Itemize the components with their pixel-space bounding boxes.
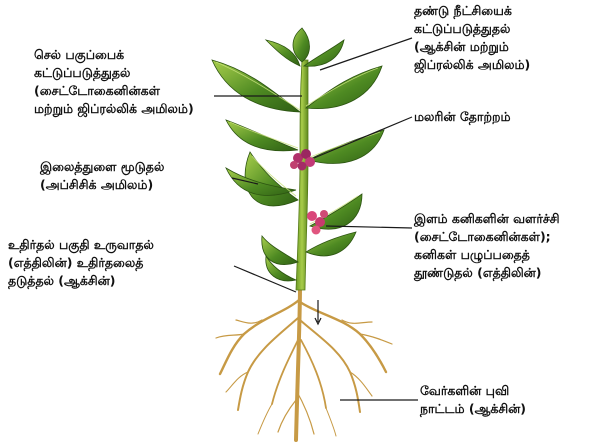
label-stem-elongation: தண்டு நீட்சியைக் கட்டுப்படுத்துதல் (ஆக்ச… [414,2,530,75]
roots [216,285,392,440]
flower-cluster [290,149,315,171]
label-stomata-closing: இலைத்துளை மூடுதல் (அப்சிசிக் அமிலம்) [40,158,164,194]
label-abscission: உதிர்தல் பகுதி உருவாதல் (எத்திலின்) உதிர… [8,236,154,290]
label-fruit-growth: இளம் கனிகளின் வளர்ச்சி (சைட்டோகைனின்கள்)… [414,210,560,283]
label-root-branching: வேர்களின் புவி நாட்டம் (ஆக்சின்) [420,382,526,418]
label-flowering: மலரின் தோற்றம் [414,108,511,126]
label-cell-division: செல் பகுப்பைக் கட்டுப்படுத்துதல் (சைட்டோ… [34,46,194,119]
fruit-cluster [307,210,328,235]
stem [296,60,308,290]
